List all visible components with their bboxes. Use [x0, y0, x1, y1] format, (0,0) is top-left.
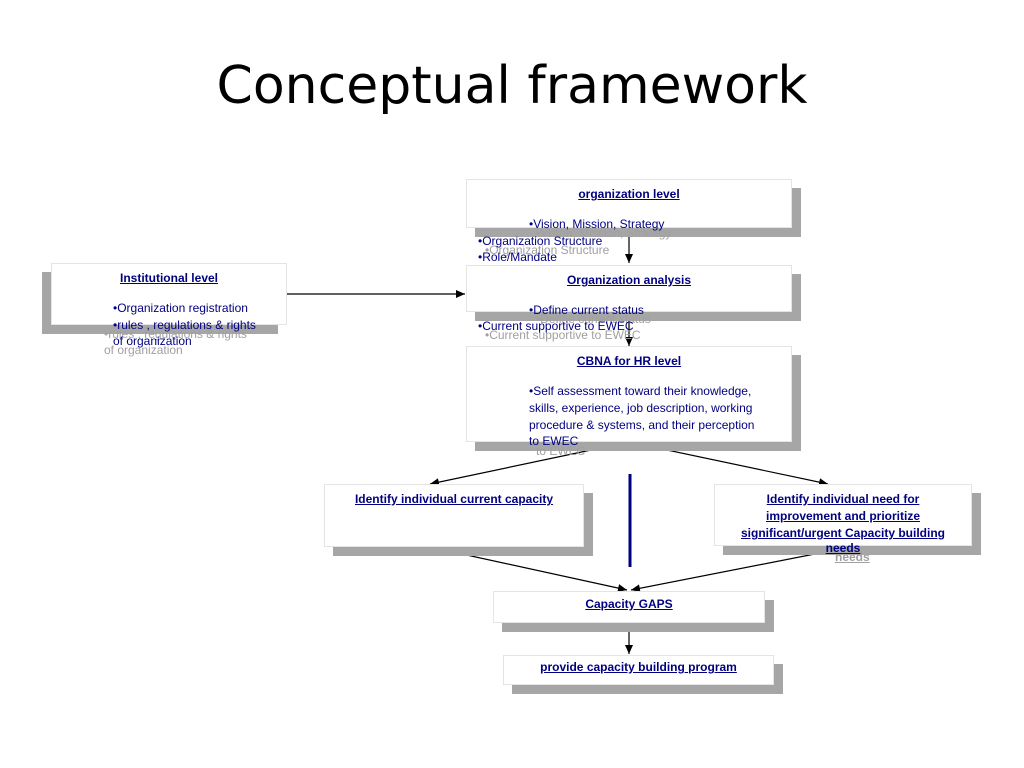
organization-ghost-item: •Vision, Mission, Strategy [536, 226, 672, 240]
cbna-text-line: procedure & systems, and their perceptio… [529, 418, 755, 432]
individual-need-heading-line: significant/urgent Capacity building [740, 526, 945, 540]
individual-need-heading-line: improvement and prioritize [765, 509, 921, 523]
analysis-item: •Current supportive to EWEC [478, 319, 634, 333]
analysis-item: •Define current status [529, 303, 644, 317]
capacity-program-heading: provide capacity building program [540, 660, 737, 674]
organization-item: •Vision, Mission, Strategy [529, 217, 665, 231]
node-box: organization level [466, 179, 792, 228]
organization-analysis-heading: Organization analysis [566, 273, 692, 287]
institutional-ghost-item: of organization [104, 343, 183, 357]
node-box: Capacity GAPS [493, 591, 765, 623]
node-box: Identify individual need for improvement… [714, 484, 972, 546]
node-box: provide capacity building program [503, 655, 774, 685]
current-capacity-heading: Identify individual current capacity [354, 492, 554, 506]
cbna-text-line: skills, experience, job description, wor… [529, 401, 753, 415]
organization-item: •Organization Structure [478, 234, 603, 248]
need-ghost-tail: needs [835, 550, 870, 564]
organization-level-heading: organization level [578, 187, 680, 201]
capacity-gaps-heading: Capacity GAPS [585, 597, 673, 611]
slide-title: Conceptual framework [216, 56, 808, 116]
cbna-text-line: •Self assessment toward their knowledge, [529, 384, 752, 398]
node-box: Institutional level [51, 263, 287, 325]
node-box: Identify individual current capacity [324, 484, 584, 547]
arrow-need-to-gaps [630, 550, 831, 593]
institutional-level-heading: Institutional level [119, 271, 218, 285]
organization-ghost-item: •Organization Structure [485, 243, 610, 257]
organization-item: •Role/Mandate [478, 250, 557, 264]
analysis-ghost-item: •Define current status [536, 312, 651, 326]
analysis-ghost-item: •Current supportive to EWEC [485, 328, 641, 342]
institutional-ghost-item: •rules , regulations & rights [104, 327, 247, 341]
individual-need-heading-line: needs [825, 541, 861, 555]
individual-need-heading-line: Identify individual need for [766, 492, 920, 506]
cbna-hr-level-heading: CBNA for HR level [576, 354, 682, 368]
node-box: Organization analysis [466, 265, 792, 312]
cbna-text-line: to EWEC [529, 434, 579, 448]
institutional-item: •rules , regulations & rights [113, 318, 256, 332]
institutional-item: •Organization registration [113, 301, 248, 315]
node-box: CBNA for HR level [466, 346, 792, 442]
institutional-item: of organization [113, 334, 192, 348]
cbna-ghost-tail: to EWEC [536, 444, 586, 458]
